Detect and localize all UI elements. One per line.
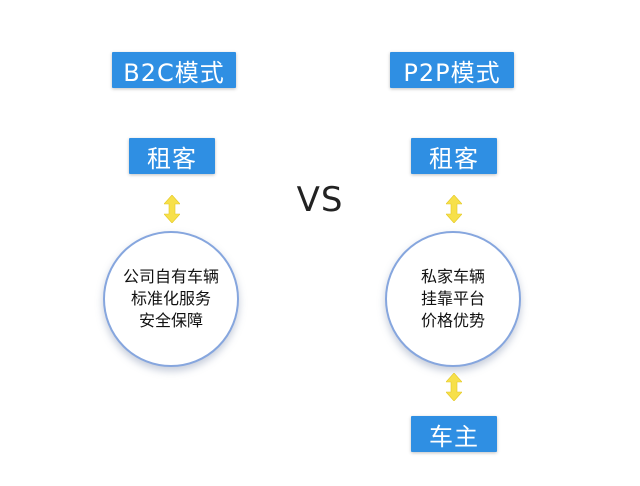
- p2p-feature-3: 价格优势: [420, 311, 485, 330]
- p2p-owner-box: 车主: [411, 416, 497, 452]
- p2p-owner-label: 车主: [429, 422, 479, 451]
- p2p-tenant-box: 租客: [411, 138, 497, 174]
- b2c-feature-1: 公司自有车辆: [122, 267, 219, 286]
- b2c-title-box: B2C模式: [112, 52, 236, 88]
- p2p-feature-1: 私家车辆: [420, 267, 485, 286]
- p2p-title: P2P模式: [403, 58, 501, 87]
- vs-label: VS: [296, 180, 344, 220]
- b2c-feature-2: 标准化服务: [130, 289, 211, 308]
- b2c-tenant-label: 租客: [147, 144, 197, 173]
- b2c-features-circle: 公司自有车辆 标准化服务 安全保障: [103, 231, 239, 367]
- p2p-tenant-label: 租客: [429, 144, 479, 173]
- double-arrow-icon: [446, 195, 462, 223]
- b2c-feature-3: 安全保障: [138, 311, 203, 330]
- b2c-tenant-box: 租客: [129, 138, 215, 174]
- p2p-features-circle: 私家车辆 挂靠平台 价格优势: [385, 231, 521, 367]
- b2c-title: B2C模式: [123, 58, 225, 87]
- double-arrow-icon: [446, 373, 462, 401]
- double-arrow-icon: [164, 195, 180, 223]
- p2p-title-box: P2P模式: [390, 52, 514, 88]
- p2p-feature-2: 挂靠平台: [420, 289, 485, 308]
